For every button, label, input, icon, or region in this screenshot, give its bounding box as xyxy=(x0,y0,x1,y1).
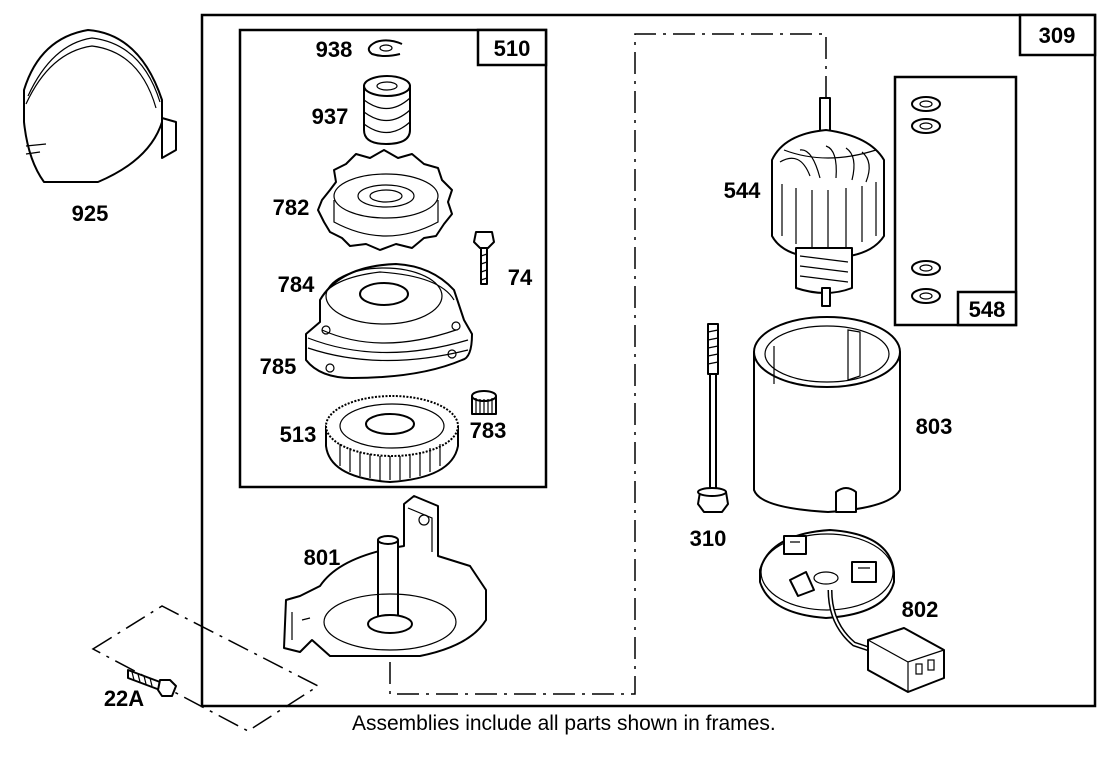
bolt-22a-drawing xyxy=(127,669,177,697)
part-782-label: 782 xyxy=(273,195,310,220)
part-544-label: 544 xyxy=(724,178,761,203)
motor-can-803-drawing xyxy=(753,316,901,513)
part-22a-label: 22A xyxy=(104,686,144,711)
ring-gear-513-drawing xyxy=(325,395,459,483)
frame-510 xyxy=(238,28,548,489)
pinion-783-drawing xyxy=(471,390,497,415)
part-74-label: 74 xyxy=(508,265,533,290)
worm-937-drawing xyxy=(363,75,411,145)
part-548-label: 548 xyxy=(969,297,1006,322)
armature-544-drawing xyxy=(771,97,885,307)
frame-309-label: 309 xyxy=(1039,23,1076,48)
screw-74-drawing xyxy=(473,231,495,285)
part-937-label: 937 xyxy=(312,104,349,129)
part-513-label: 513 xyxy=(280,422,317,447)
part-938-label: 938 xyxy=(316,37,353,62)
footnote-caption: Assemblies include all parts shown in fr… xyxy=(352,712,776,735)
frame-309-tag-box xyxy=(1018,13,1097,57)
frame-510-tag-box xyxy=(476,28,548,67)
part-785-label: 785 xyxy=(260,354,297,379)
frame-548 xyxy=(893,75,1018,327)
drive-housing-801-drawing xyxy=(283,495,487,657)
part-310-label: 310 xyxy=(690,526,727,551)
part-783-label: 783 xyxy=(470,418,507,443)
through-bolt-310-drawing xyxy=(697,323,729,513)
frame-548-tag-box xyxy=(956,290,1018,327)
brush-plate-802-drawing xyxy=(759,529,945,693)
assembly-line-armature-to-base xyxy=(389,33,827,695)
washers-548-drawing xyxy=(911,96,941,304)
housing-784-785-drawing xyxy=(305,263,473,379)
part-784-label: 784 xyxy=(278,272,315,297)
part-801-label: 801 xyxy=(304,545,341,570)
frame-309 xyxy=(200,13,1097,708)
part-925-label: 925 xyxy=(72,201,109,226)
gear-782-drawing xyxy=(317,149,453,251)
cover-925-drawing xyxy=(23,29,177,183)
assembly-line-bolt-group xyxy=(91,605,320,732)
part-802-label: 802 xyxy=(902,597,939,622)
clip-938-drawing xyxy=(367,39,403,57)
part-803-label: 803 xyxy=(916,414,953,439)
frame-510-label: 510 xyxy=(494,36,531,61)
